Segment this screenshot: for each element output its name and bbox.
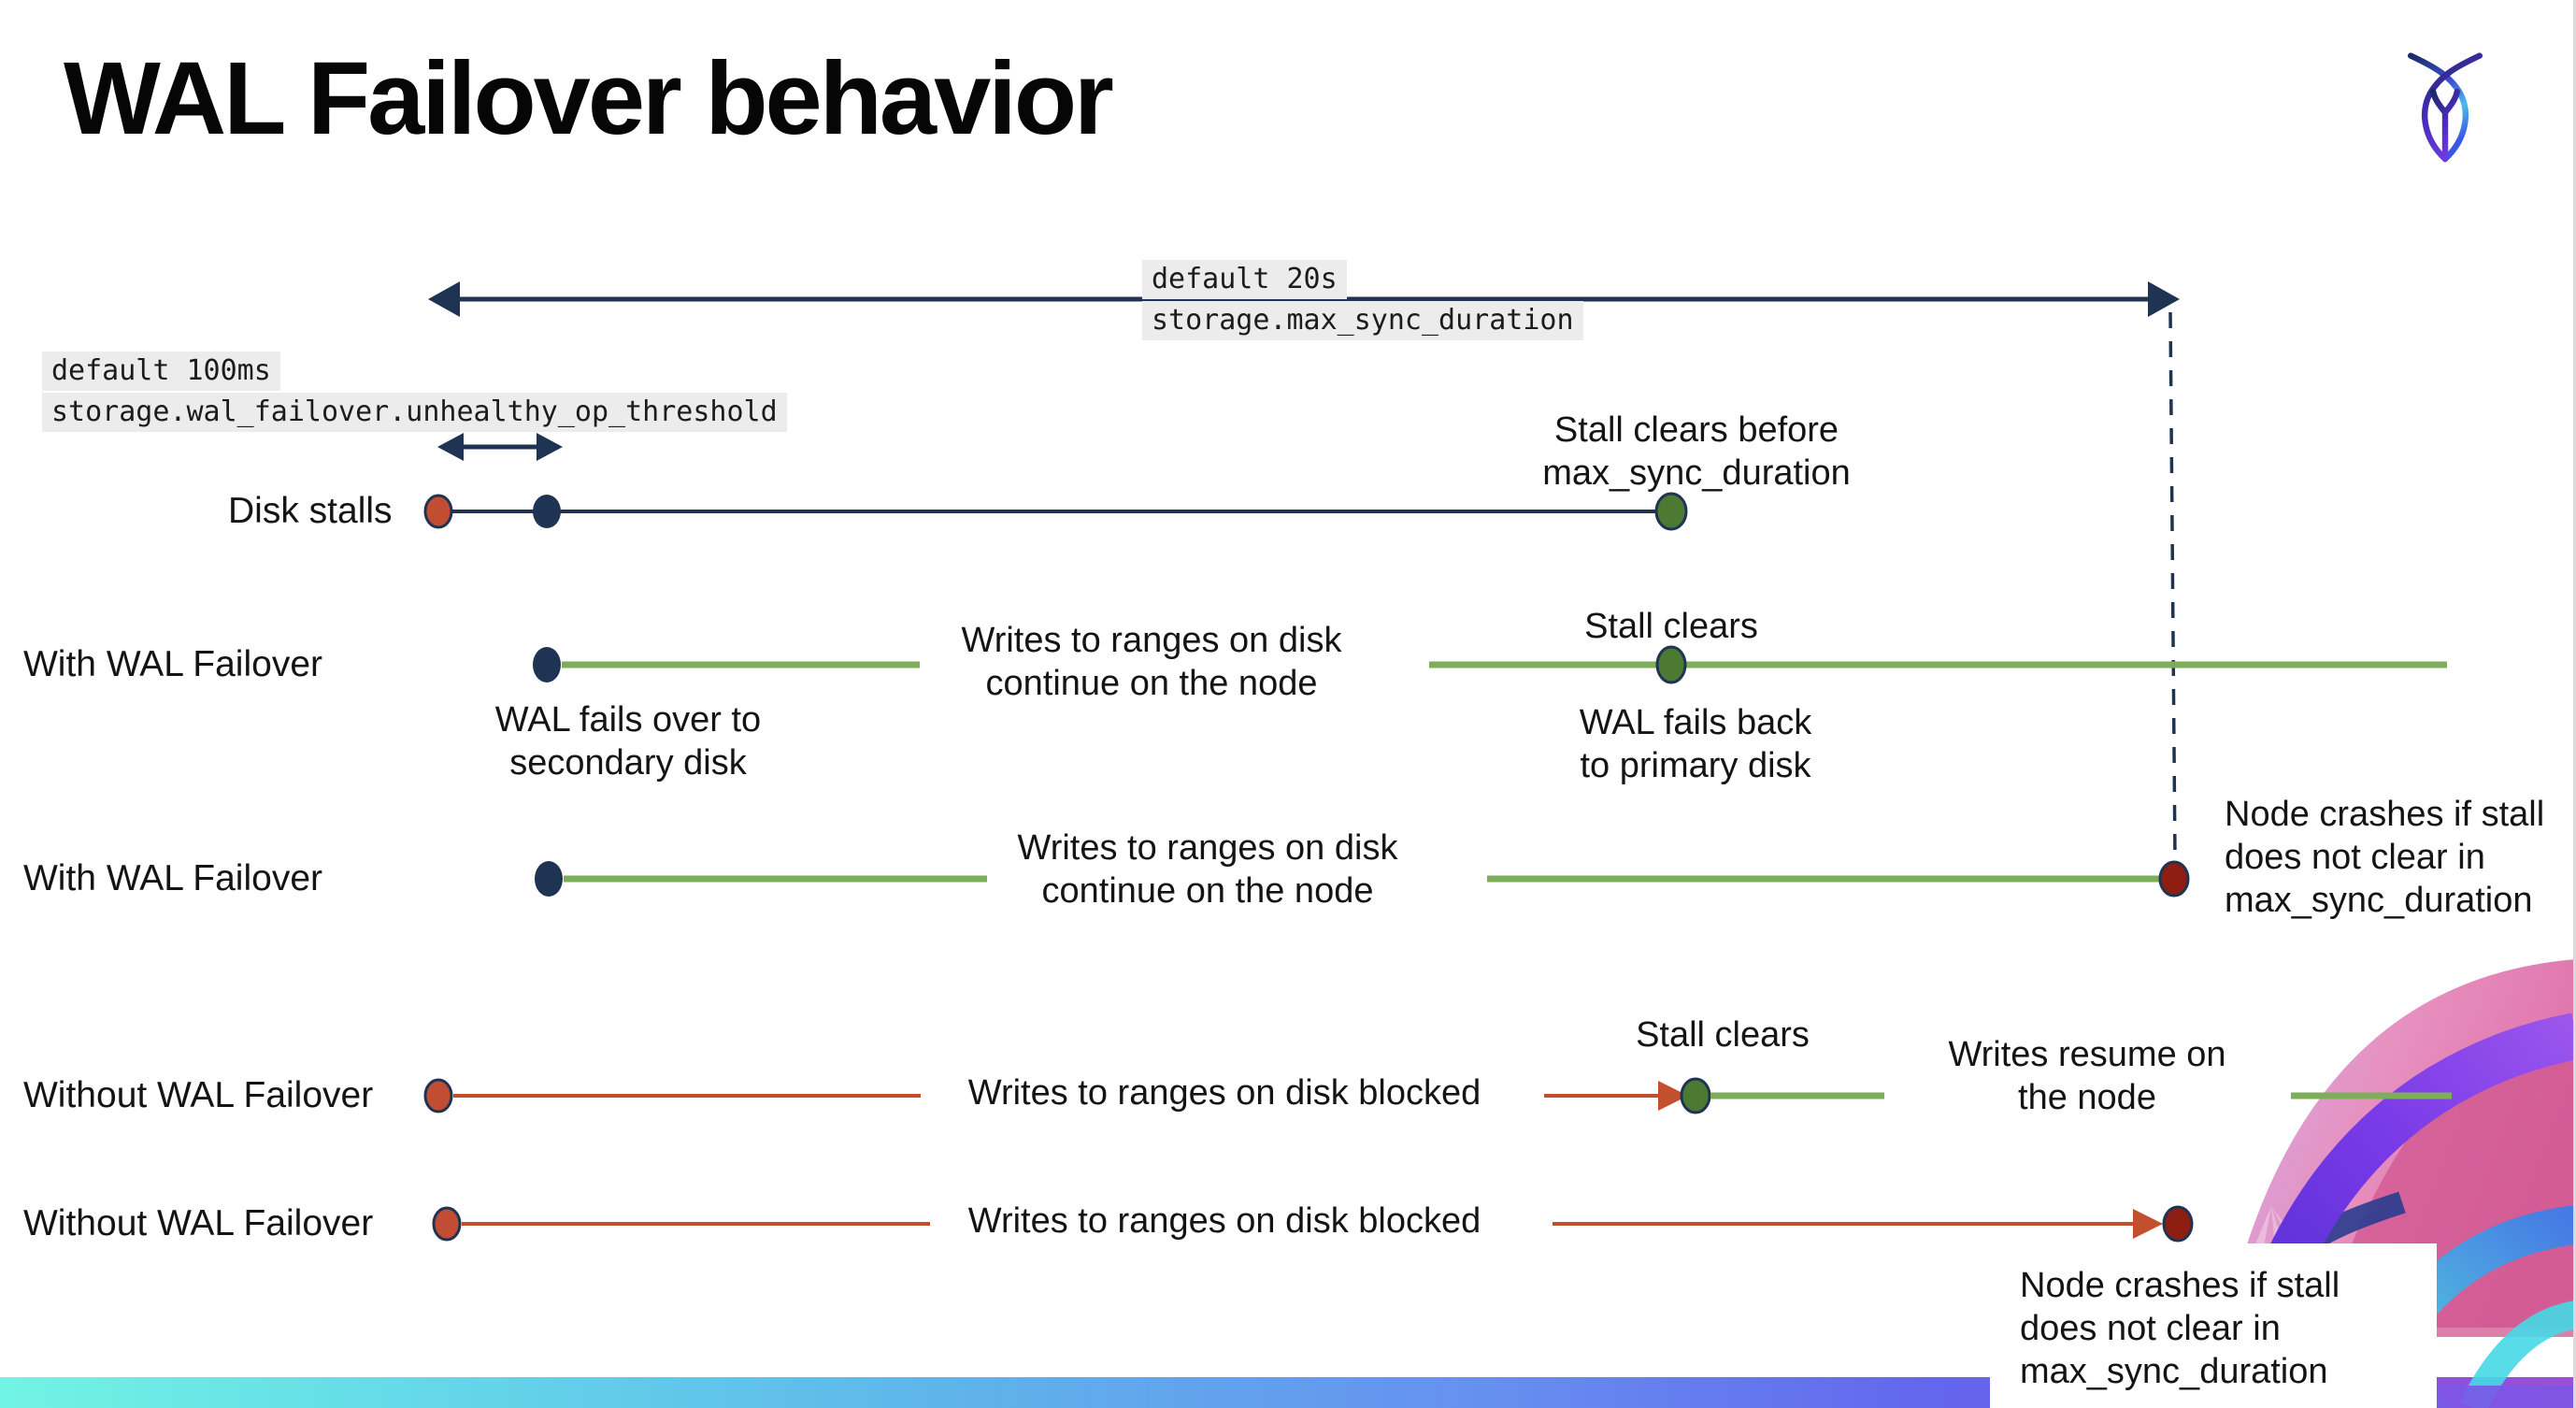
arrowhead-left-icon (428, 281, 460, 317)
row2-writes-continue-text: Writes to ranges on disk continue on the… (961, 621, 1342, 703)
arrowhead-right-icon (537, 433, 563, 461)
row2-failover-dot (533, 647, 561, 682)
row3-failover-dot (535, 861, 563, 897)
max-sync-deadline-dashed-line (2168, 311, 2177, 859)
page-title: WAL Failover behavior (64, 41, 1114, 156)
cockroachdb-logo-icon (2408, 52, 2483, 163)
row5-writes-blocked-text: Writes to ranges on disk blocked (967, 1201, 1481, 1241)
row1-stall-clears-dot (1654, 492, 1688, 531)
row-label-without-wal-failover-2: Without WAL Failover (23, 1203, 374, 1243)
slide-right-edge (2573, 0, 2576, 1408)
row3-node-crashes-text: Node crashes if stall does not clear in … (2225, 795, 2545, 920)
arrowhead-left-icon (437, 433, 464, 461)
row1-stall-start-dot (423, 494, 453, 529)
row-label-disk-stalls: Disk stalls (228, 491, 393, 531)
unhealthy-op-threshold-setting-label: storage.wal_failover.unhealthy_op_thresh… (42, 393, 787, 432)
row1-threshold-dot (533, 495, 561, 528)
arrowhead-right-icon (2148, 281, 2180, 317)
node-crash-callout-text: Node crashes if stall does not clear in … (2020, 1266, 2340, 1391)
row2-stall-clears-text: Stall clears (1584, 607, 1758, 646)
row4-stall-clears-text: Stall clears (1636, 1015, 1810, 1055)
row-label-without-wal-failover-1: Without WAL Failover (23, 1075, 374, 1115)
row2-stall-clears-dot (1655, 645, 1687, 684)
max-sync-duration-setting-label: storage.max_sync_duration (1142, 301, 1583, 340)
max-sync-duration-default-label: default 20s (1142, 260, 1347, 299)
row4-stall-clears-dot (1680, 1077, 1711, 1114)
row4-writes-blocked-text: Writes to ranges on disk blocked (967, 1073, 1481, 1113)
row1-stall-clears-before-text: Stall clears before max_sync_duration (1542, 410, 1851, 493)
row3-crash-dot (2158, 860, 2190, 898)
unhealthy-op-threshold-default-label: default 100ms (42, 352, 280, 391)
row2-fails-back-text: WAL fails back to primary disk (1579, 703, 1812, 785)
row3-writes-continue-text: Writes to ranges on disk continue on the… (1017, 828, 1398, 911)
row4-red-arrowhead-icon (1658, 1081, 1688, 1111)
row5-stall-start-dot (432, 1206, 462, 1242)
node-crash-callout: Node crashes if stall does not clear in … (1990, 1243, 2437, 1408)
row4-writes-resume-text: Writes resume on the node (1948, 1035, 2226, 1117)
row-label-with-wal-failover-2: With WAL Failover (23, 858, 322, 898)
row2-fails-over-text: WAL fails over to secondary disk (494, 700, 762, 783)
row4-stall-start-dot (423, 1078, 453, 1113)
row-label-with-wal-failover-1: With WAL Failover (23, 644, 322, 684)
